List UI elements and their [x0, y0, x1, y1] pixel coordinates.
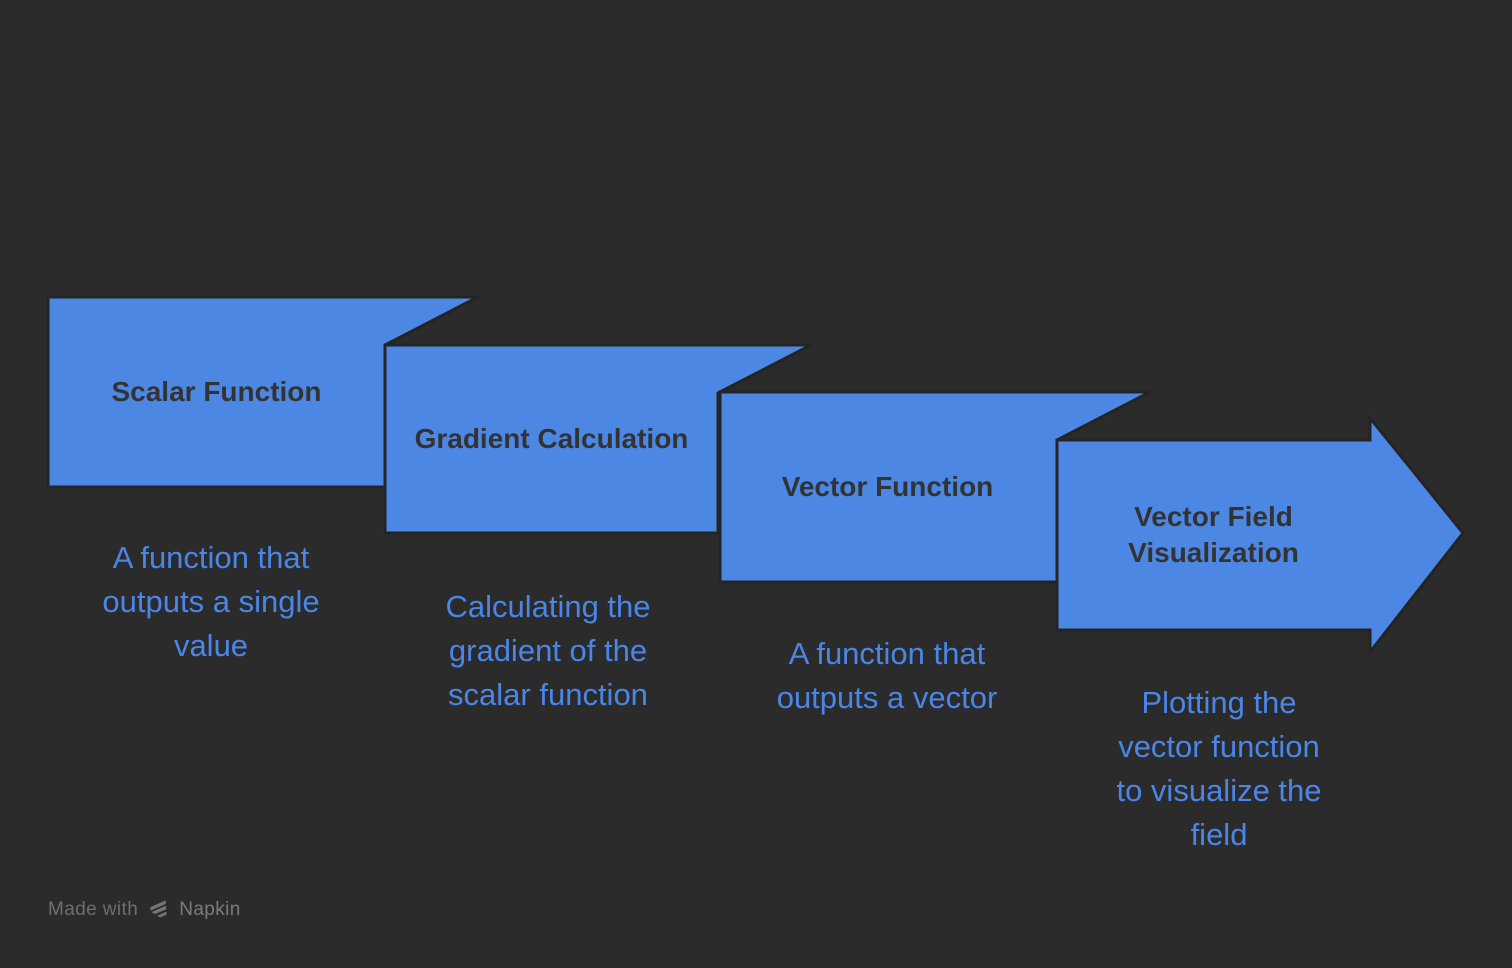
step-description-line: outputs a single [102, 584, 320, 619]
step-description-line: field [1190, 817, 1248, 852]
step-title-line: Vector Field [1134, 501, 1293, 532]
step-description-line: Plotting the [1141, 685, 1297, 720]
step-title-line: Visualization [1128, 537, 1299, 568]
step-shape-vector-field-arrow [1055, 413, 1465, 657]
made-with-napkin-badge: Made with Napkin [48, 898, 241, 921]
step-title-lines: Vector Field Visualization [1128, 499, 1299, 571]
step-description-line: scalar function [448, 677, 648, 712]
step-description-line: A function that [788, 636, 986, 671]
step-description-line: value [173, 628, 249, 663]
step-description-line: outputs a vector [776, 680, 998, 715]
step-title-vector-field-visualization: Vector Field Visualization [1057, 440, 1370, 630]
step-title-line: Vector Function [781, 471, 994, 502]
step-title-scalar-function: Scalar Function [48, 297, 385, 487]
step-description-line: Calculating the [445, 589, 651, 624]
step-description-vector-field-visualization: Plotting the vector function to visualiz… [1039, 681, 1399, 857]
step-title-vector-function: Vector Function [720, 392, 1055, 582]
made-with-label: Made with [48, 898, 139, 920]
step-description-line: gradient of the [448, 633, 648, 668]
step-title-line: Scalar Function [111, 376, 322, 407]
step-title-gradient-calculation: Gradient Calculation [385, 345, 718, 533]
napkin-logo-icon [147, 898, 170, 921]
step-description-scalar-function: A function that outputs a single value [31, 536, 391, 668]
step-description-vector-function: A function that outputs a vector [707, 632, 1067, 720]
step-description-gradient-calculation: Calculating the gradient of the scalar f… [368, 585, 728, 717]
step-description-line: A function that [112, 540, 310, 575]
step-title-line: Gradient Calculation [414, 423, 689, 454]
step-shape-gradient-calculation [383, 343, 812, 535]
step-description-line: vector function [1118, 729, 1320, 764]
step-description-line: to visualize the [1116, 773, 1322, 808]
napkin-brand-label: Napkin [179, 898, 241, 920]
